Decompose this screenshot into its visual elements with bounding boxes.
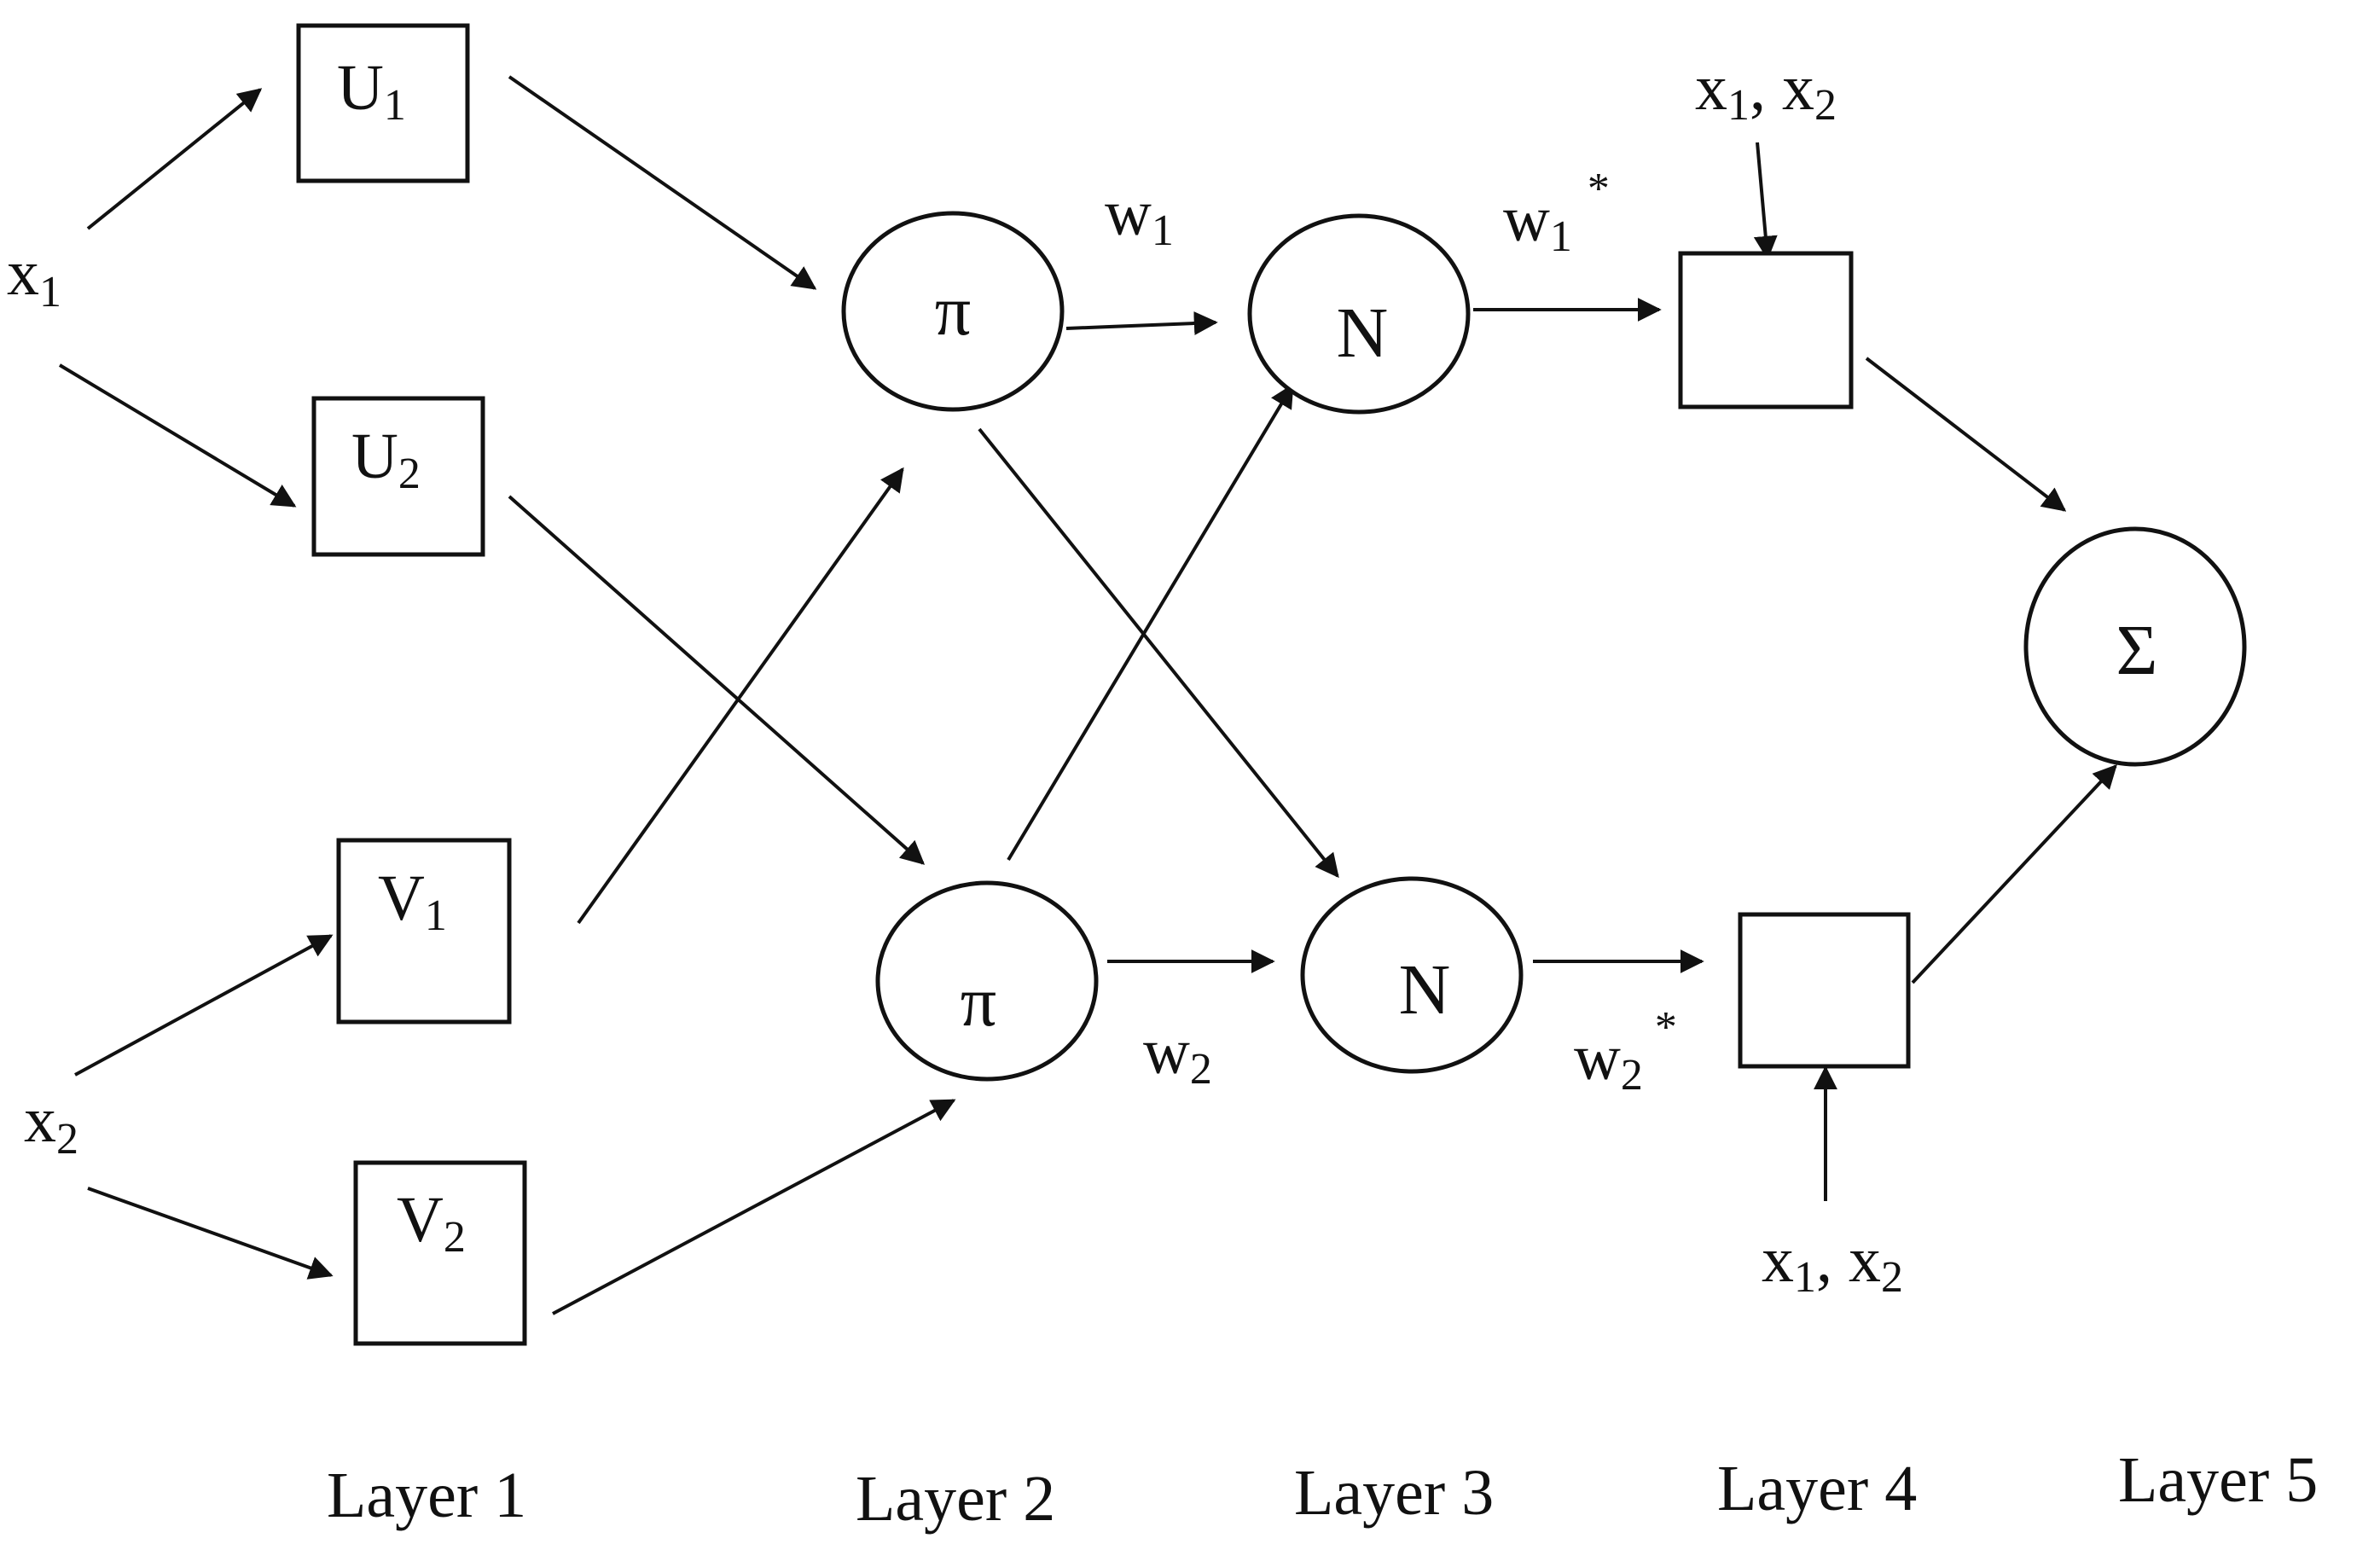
edge-x1-u1 (86, 88, 263, 230)
svg-text:U2: U2 (351, 421, 421, 498)
input-x1: x1 (7, 237, 61, 316)
layer4-input-label-top: x1, x2 (1695, 52, 1837, 130)
weight-w2: w2 (1143, 1016, 1212, 1094)
layer3-node-n2: N (1300, 876, 1524, 1074)
weight-w1: w1 (1105, 177, 1174, 255)
layer5-node-sum: Σ (2023, 526, 2247, 767)
svg-text:Σ: Σ (2116, 611, 2158, 690)
edge-v1-pi1 (577, 467, 904, 925)
layer4-node-bottom (1738, 912, 1911, 1069)
edge-pi1-n1 (1065, 311, 1218, 335)
edge-xin-l4top (1753, 142, 1778, 260)
edges (58, 75, 2117, 1315)
edge-x1-u2 (58, 363, 297, 508)
layer-label-3: Layer 3 (1294, 1457, 1494, 1529)
layer1-node-u1: U1 (296, 23, 470, 183)
layer-label-4: Layer 4 (1717, 1453, 1917, 1524)
weight-w2-star: w2* (1574, 1003, 1677, 1100)
layer1-node-v1: V1 (336, 838, 512, 1024)
layer2-node-pi2: π (875, 880, 1099, 1082)
edge-l4top-sum (1865, 357, 2067, 512)
edge-v2-pi2 (552, 1099, 956, 1315)
svg-text:π: π (935, 271, 971, 351)
svg-text:N: N (1337, 293, 1389, 373)
svg-text:N: N (1399, 950, 1451, 1030)
svg-text:V2: V2 (397, 1184, 466, 1262)
layer-label-1: Layer 1 (327, 1460, 526, 1531)
layer1-node-v2: V2 (353, 1160, 527, 1346)
edge-u1-pi1 (508, 75, 817, 290)
svg-text:π: π (961, 962, 996, 1042)
edge-pi2-n1 (1007, 383, 1294, 862)
layer1-node-u2: U2 (311, 396, 485, 557)
edge-pi1-n2 (978, 427, 1339, 879)
weight-w1-star: w1* (1503, 165, 1610, 261)
svg-text:V1: V1 (378, 862, 447, 940)
edge-x2-v1 (74, 934, 334, 1077)
layer-label-2: Layer 2 (856, 1463, 1055, 1535)
layer3-node-n1: N (1247, 213, 1471, 415)
svg-text:U1: U1 (337, 52, 406, 130)
layer4-input-label-bottom: x1, x2 (1762, 1224, 1903, 1302)
edge-l4bottom-sum (1911, 763, 2117, 984)
input-x2: x2 (24, 1084, 78, 1164)
edge-u2-pi2 (508, 495, 926, 865)
layer4-node-top (1678, 251, 1854, 409)
layer2-node-pi1: π (841, 211, 1065, 412)
edge-x2-v2 (87, 1187, 334, 1280)
layer-label-5: Layer 5 (2118, 1444, 2318, 1516)
